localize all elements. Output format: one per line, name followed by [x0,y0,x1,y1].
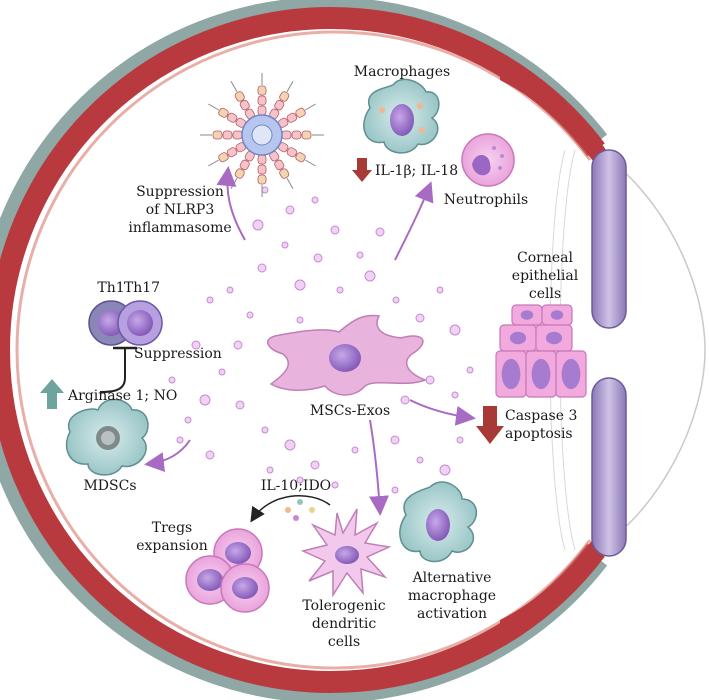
label-tregs-2: expansion [136,538,208,554]
macrophage-icon [363,78,440,154]
label-tolerogenic-1: Tolerogenic [302,598,385,614]
arrow-to-corneal [409,399,476,426]
tregs-icon [185,528,270,613]
arrow-to-alt-mac [369,419,389,516]
corneal-epithelial-icon [495,304,587,398]
arrow-to-tregs [250,494,331,523]
label-tolerogenic-3: cells [328,634,360,650]
il10-dots [285,499,315,521]
alt-macrophage-icon [399,481,477,563]
dendritic-cell-icon [300,508,392,598]
suppression-line [99,348,126,393]
down-arrow-icon [352,158,372,182]
arrow-to-nlrp3 [216,166,246,241]
label-corneal-1: Corneal [517,250,573,266]
sclera-ring [0,7,605,693]
outer-ring [0,0,608,700]
label-nlrp3-2: of NLRP3 [146,202,214,218]
msc-cell-icon [266,314,428,396]
label-tolerogenic-2: dendritic [312,616,376,632]
arrow-to-neutrophils [394,181,434,261]
label-corneal-3: cells [529,286,561,302]
label-suppression: Suppression [134,346,222,362]
label-macrophages: Macrophages [354,64,450,80]
label-nlrp3-3: inflammasome [128,220,231,236]
label-il10-ido: IL-10;IDO [261,478,331,494]
label-mdscs: MDSCs [83,478,136,494]
label-caspase-1: Caspase 3 [505,408,577,424]
label-arginase: Arginase 1; NO [67,388,177,404]
label-msc-exos: MSCs-Exos [310,403,390,419]
label-alt-mac-1: Alternative [412,570,492,586]
label-il1b: IL-1β; IL-18 [375,163,458,179]
th17-cell-icon [117,300,163,346]
label-corneal-2: epithelial [512,268,579,284]
label-th1: Th1 [97,280,124,296]
arrows [144,166,476,516]
neutrophil-icon [461,133,515,187]
up-arrow-icon [40,379,64,409]
label-caspase-2: apoptosis [505,426,573,442]
label-alt-mac-3: activation [417,606,487,622]
label-nlrp3-1: Suppression [136,184,224,200]
caspase-down-arrow-icon [476,406,504,444]
mdsc-icon [65,398,149,476]
labels: Macrophages IL-1β; IL-18 Neutrophils Sup… [67,64,579,650]
arrow-to-mdsc [144,439,191,473]
label-neutrophils: Neutrophils [444,192,528,208]
label-tregs-1: Tregs [152,520,192,536]
label-alt-mac-2: macrophage [408,588,496,604]
nlrp3-inflammasome-icon [200,73,324,197]
label-th17: Th17 [124,280,160,296]
